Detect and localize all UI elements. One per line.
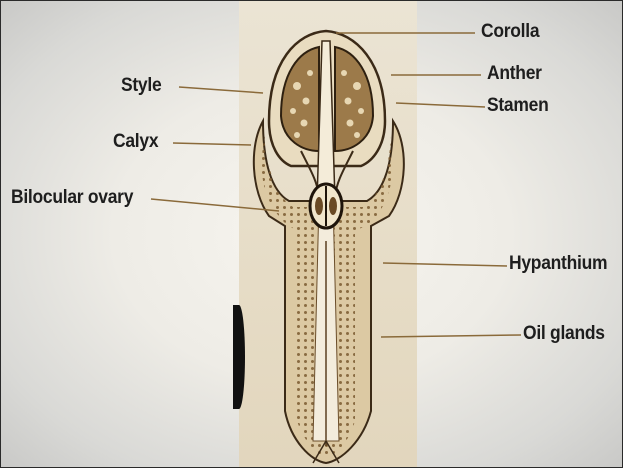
calyx-leader xyxy=(173,143,251,145)
label-hypanthium: Hypanthium xyxy=(509,253,607,275)
label-stamen: Stamen xyxy=(487,95,548,117)
label-bilocular-ovary: Bilocular ovary xyxy=(11,187,133,209)
ovule-left xyxy=(315,197,323,215)
oil-glands-leader xyxy=(381,335,521,337)
label-anther: Anther xyxy=(487,63,542,85)
ovule-right xyxy=(329,197,337,215)
style-leader xyxy=(179,87,263,93)
label-corolla: Corolla xyxy=(481,21,539,43)
hypanthium-leader xyxy=(383,263,507,266)
label-oil-glands: Oil glands xyxy=(523,323,605,345)
label-calyx: Calyx xyxy=(113,131,158,153)
label-style: Style xyxy=(121,75,161,97)
stamen-leader xyxy=(396,103,485,107)
